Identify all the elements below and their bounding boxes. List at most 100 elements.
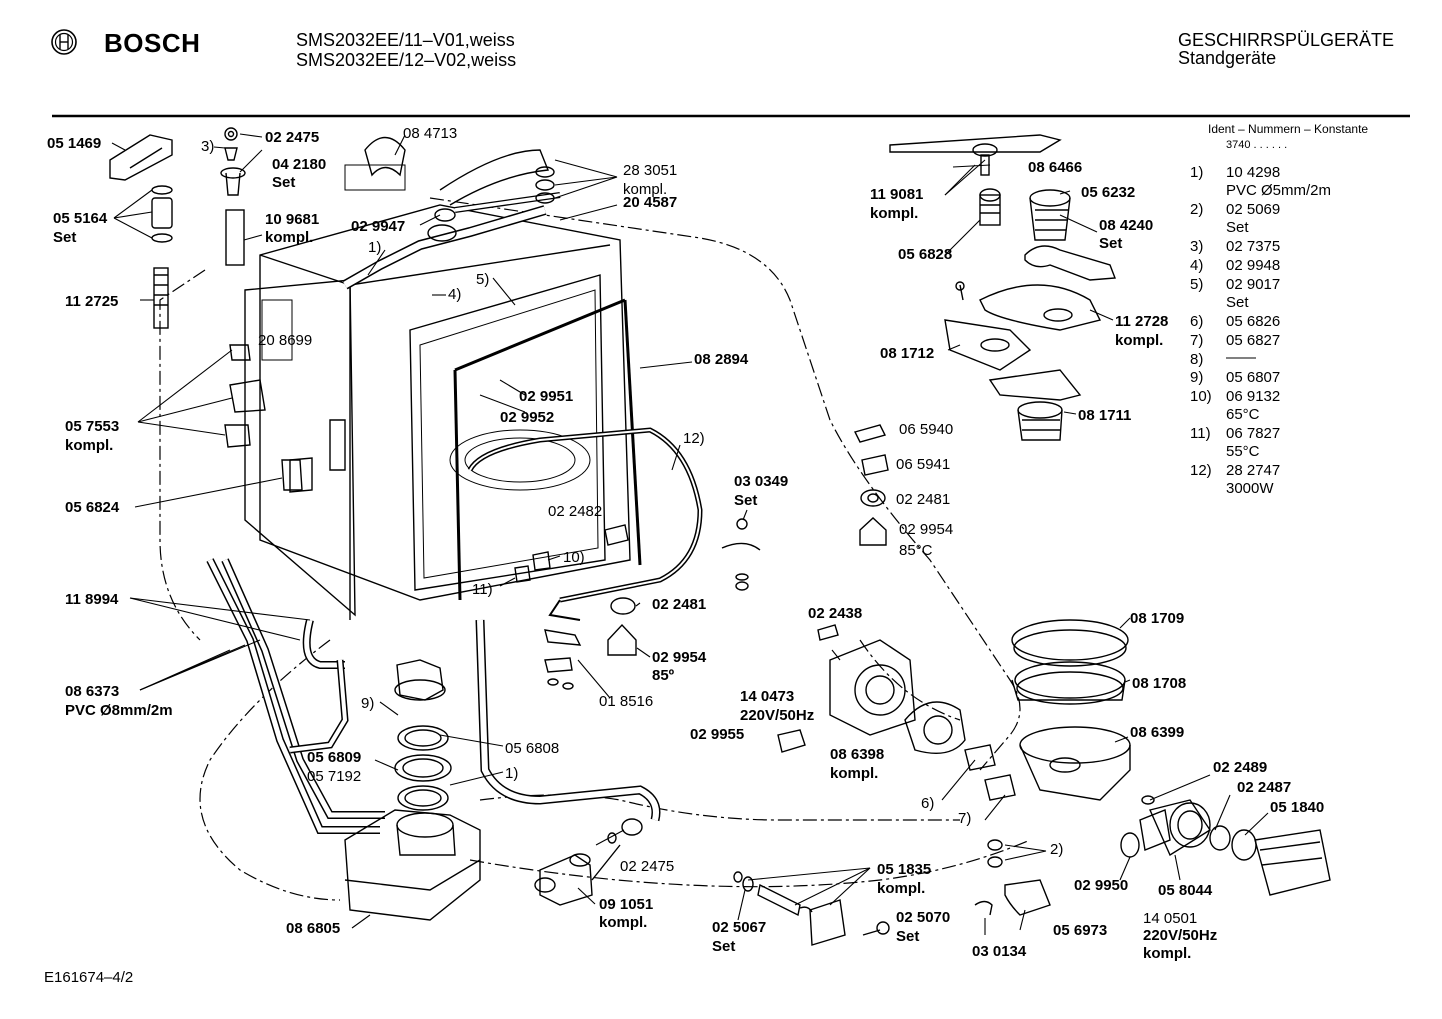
part-label: Set — [734, 492, 758, 509]
part-label: 11) — [472, 581, 493, 598]
part-label: 20 4587 — [623, 194, 678, 211]
part-label: Set — [712, 938, 736, 955]
part-label: 7) — [958, 810, 972, 827]
part-label: 08 2894 — [694, 351, 749, 368]
left-parts-drawing — [109, 127, 303, 491]
legend-item-id: 05 6826 — [1226, 313, 1281, 330]
part-label: 20 8699 — [258, 332, 313, 349]
part-label: 3) — [201, 138, 215, 155]
part-label: 85°C — [899, 542, 933, 559]
subcategory-title: Standgeräte — [1178, 48, 1277, 68]
legend-title: Ident – Nummern – Konstante — [1208, 122, 1369, 136]
part-label: 85º — [652, 667, 675, 684]
part-label: 10 9681 — [265, 211, 320, 228]
circulation-pump-drawing — [777, 619, 1131, 801]
part-label: 02 9954 — [899, 521, 954, 538]
legend-item-num: 5) — [1190, 276, 1204, 293]
legend-item-id: 02 9948 — [1226, 257, 1281, 274]
part-label: 05 6809 — [307, 749, 362, 766]
part-label: kompl. — [65, 437, 114, 454]
legend-item-num: 10) — [1190, 388, 1212, 405]
part-label: 08 6805 — [286, 920, 341, 937]
tub-body-drawing — [244, 204, 703, 621]
part-label: 08 6373 — [65, 683, 120, 700]
part-label: 03 0134 — [972, 943, 1027, 960]
part-label: 05 6808 — [505, 740, 560, 757]
legend-item-num: 9) — [1190, 369, 1204, 386]
part-label: kompl. — [265, 229, 314, 246]
part-label: 06 5940 — [899, 421, 954, 438]
part-label: kompl. — [830, 765, 879, 782]
part-label: 05 6973 — [1053, 922, 1108, 939]
category-title: GESCHIRRSPÜLGERÄTE — [1178, 30, 1395, 50]
part-label: 01 8516 — [599, 693, 654, 710]
part-label: 08 6399 — [1130, 724, 1185, 741]
part-label: 11 8994 — [65, 591, 119, 608]
legend-item-detail: 55°C — [1226, 443, 1260, 460]
legend-item-id: 05 6827 — [1226, 332, 1281, 349]
part-label: Set — [272, 174, 296, 191]
part-label: 12) — [683, 430, 705, 447]
part-label: 02 2438 — [808, 605, 863, 622]
part-label: 02 2482 — [548, 503, 603, 520]
part-label: 11 2728 — [1115, 313, 1169, 330]
part-label: 28 3051 — [623, 162, 678, 179]
legend-item-detail: 3000W — [1226, 480, 1274, 497]
legend-item-detail: PVC Ø5mm/2m — [1226, 182, 1332, 199]
part-label: kompl. — [1143, 945, 1192, 962]
drain-hose-drawing — [206, 558, 661, 834]
part-label: 05 1840 — [1270, 799, 1325, 816]
part-label: Set — [1099, 235, 1123, 252]
part-label: 08 6398 — [830, 746, 885, 763]
legend-item-id: 06 7827 — [1226, 425, 1281, 442]
leader-lines — [111, 133, 1269, 935]
part-label: 06 5941 — [896, 456, 951, 473]
legend-item-num: 4) — [1190, 257, 1204, 274]
part-label: 09 1051 — [599, 896, 654, 913]
legend-item-num: 2) — [1190, 201, 1204, 218]
part-label: 02 2487 — [1237, 779, 1292, 796]
brand-name: BOSCH — [104, 28, 201, 58]
part-label: 02 9950 — [1074, 877, 1129, 894]
inlet-valve-drawing — [534, 818, 643, 906]
part-label: 6) — [921, 795, 935, 812]
sump-assembly-drawing — [344, 659, 481, 921]
part-label: 05 8044 — [1158, 882, 1213, 899]
legend-item-num: 12) — [1190, 462, 1212, 479]
legend-item-id: 02 7375 — [1226, 238, 1281, 255]
legend-item-detail: Set — [1226, 294, 1249, 311]
part-label: kompl. — [1115, 332, 1164, 349]
part-label: 02 9947 — [351, 218, 406, 235]
part-label: 02 2481 — [896, 491, 951, 508]
part-label: 08 4240 — [1099, 217, 1154, 234]
part-label: 08 6466 — [1028, 159, 1083, 176]
part-label: PVC Ø8mm/2m — [65, 702, 173, 719]
legend-constant: 3740 . . . . . . — [1226, 139, 1288, 151]
part-label: kompl. — [599, 914, 648, 931]
part-label: 11 2725 — [65, 293, 119, 310]
part-label: 14 0501 — [1143, 910, 1198, 927]
legend-item-id: 02 9017 — [1226, 276, 1281, 293]
legend-item-id: 06 9132 — [1226, 388, 1281, 405]
part-label: 02 2475 — [265, 129, 320, 146]
part-label: 220V/50Hz — [740, 707, 815, 724]
part-label: 05 1469 — [47, 135, 102, 152]
part-label: 10) — [563, 549, 585, 566]
part-label: 02 5070 — [896, 909, 951, 926]
part-label: 11 9081 — [870, 186, 924, 203]
legend-item-num: 6) — [1190, 313, 1204, 330]
part-label: 02 9951 — [519, 388, 574, 405]
legend-item-num: 1) — [1190, 164, 1204, 181]
part-label: 02 2489 — [1213, 759, 1268, 776]
part-label: Set — [53, 229, 77, 246]
legend-item-detail: Set — [1226, 219, 1249, 236]
legend-item-num: 11) — [1190, 425, 1211, 442]
part-label: 02 5067 — [712, 919, 767, 936]
part-label: 04 2180 — [272, 156, 327, 173]
legend-item-num: 3) — [1190, 238, 1204, 255]
legend-item-id: 05 6807 — [1226, 369, 1281, 386]
legend-item-id: 02 5069 — [1226, 201, 1281, 218]
legend-item-id: —— — [1226, 349, 1256, 366]
part-label: kompl. — [623, 181, 668, 198]
part-label: 05 6824 — [65, 499, 120, 516]
